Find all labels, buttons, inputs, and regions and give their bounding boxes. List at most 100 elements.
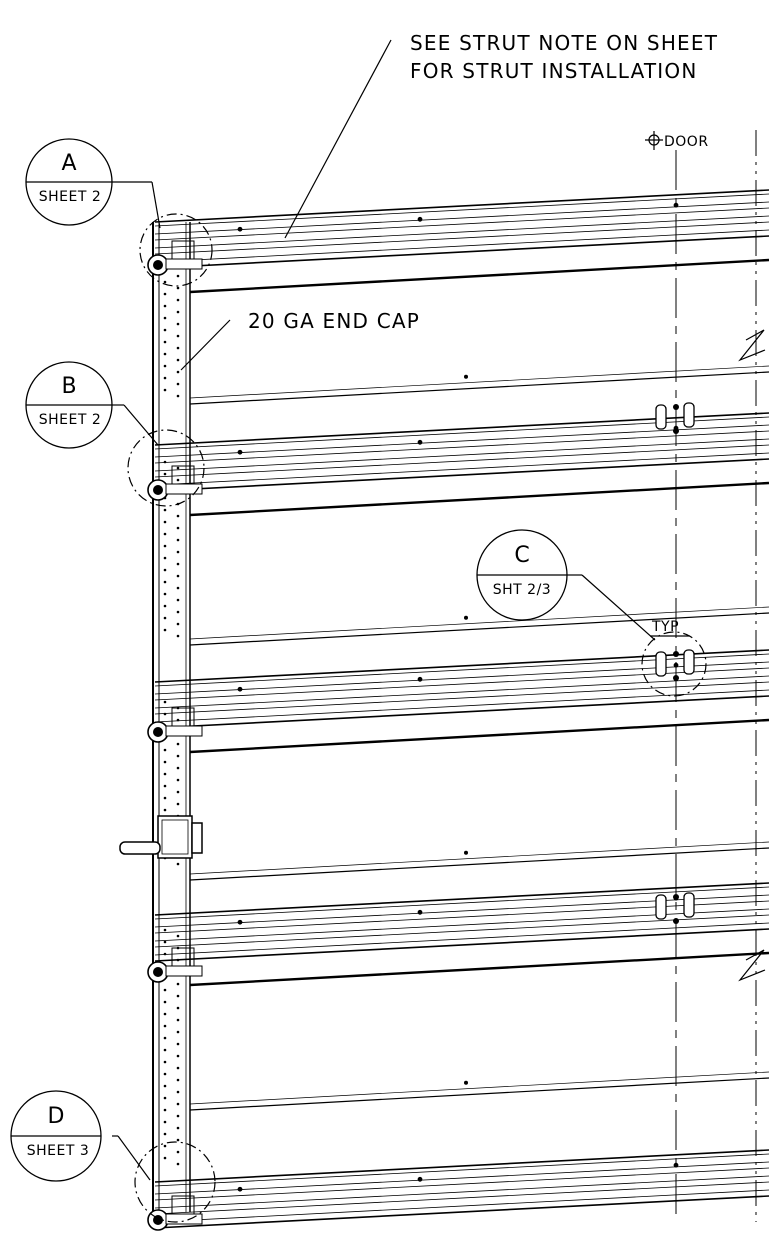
- panel-rib: [189, 606, 769, 640]
- rail-line: [154, 1161, 769, 1195]
- stile-hole: [176, 634, 180, 638]
- stile-hole: [176, 1090, 180, 1094]
- rail-line: [154, 430, 769, 464]
- stile-hole: [163, 508, 167, 512]
- callout-a-letter: A: [61, 151, 76, 176]
- stile-hole: [163, 1060, 167, 1064]
- rail-line: [154, 412, 769, 446]
- rail-bolt: [417, 439, 423, 445]
- rail-bolt: [237, 919, 243, 925]
- stile-hole: [176, 1078, 180, 1082]
- panel-stiffener: [189, 718, 769, 754]
- rail-bolt: [237, 226, 243, 232]
- end-cap-label: 20 GA END CAP: [248, 309, 420, 333]
- rail-line: [154, 1167, 769, 1201]
- stile-hole: [163, 340, 167, 344]
- stile-hole: [176, 790, 180, 794]
- stile-hole: [163, 616, 167, 620]
- rail-line: [154, 438, 769, 472]
- stile-hole: [176, 802, 180, 806]
- stile-hole: [176, 382, 180, 386]
- panel-rib: [189, 1077, 769, 1111]
- rail-line: [154, 201, 769, 235]
- callout-d: D SHEET 3: [10, 1090, 102, 1182]
- rail-bolt: [237, 1186, 243, 1192]
- rail-bolt: [417, 676, 423, 682]
- stile-hole: [163, 364, 167, 368]
- rail-line: [154, 458, 769, 492]
- lock-handle: [119, 815, 203, 859]
- roller-shaft: [165, 258, 203, 270]
- rail-line: [154, 886, 769, 920]
- stile-hole: [163, 520, 167, 524]
- stile-hole: [163, 760, 167, 764]
- stile-hole: [163, 592, 167, 596]
- roller-shaft: [165, 1213, 203, 1225]
- roller-shaft: [165, 483, 203, 495]
- stile-hole: [163, 280, 167, 284]
- panel-stiffener: [189, 951, 769, 987]
- rail-line: [154, 653, 769, 687]
- stile-hole: [176, 574, 180, 578]
- callout-d-letter: D: [48, 1104, 65, 1129]
- rail-bolt: [237, 449, 243, 455]
- stile-hole: [163, 472, 167, 476]
- stile-hole: [176, 358, 180, 362]
- callout-c-sheet: SHT 2/3: [493, 582, 551, 598]
- stile-hole: [163, 1072, 167, 1076]
- stile-hole: [163, 1000, 167, 1004]
- callout-b-letter: B: [61, 374, 76, 399]
- stile-hole: [163, 304, 167, 308]
- roller-hinges: [147, 240, 203, 1231]
- panel-rib: [189, 847, 769, 881]
- center-hinge-right: [683, 649, 695, 675]
- stile-hole: [163, 940, 167, 944]
- rail-bolt: [237, 686, 243, 692]
- panel-rib: [189, 1071, 769, 1105]
- stile-hole: [176, 982, 180, 986]
- stile-hole: [176, 1138, 180, 1142]
- stile-hole: [163, 1024, 167, 1028]
- hinge-pin: [673, 894, 679, 900]
- stile-hole: [176, 298, 180, 302]
- stile-hole: [163, 328, 167, 332]
- stile-hole: [163, 604, 167, 608]
- stile-hole: [163, 1120, 167, 1124]
- roller-hub: [153, 485, 163, 495]
- door-centerline: [675, 130, 757, 1222]
- rail-line: [154, 667, 769, 701]
- rail-line: [154, 681, 769, 715]
- rail-line: [154, 229, 769, 263]
- stile-hole: [163, 808, 167, 812]
- callout-b-sheet: SHEET 2: [39, 412, 102, 428]
- panel-rib: [189, 365, 769, 399]
- stile-hole: [163, 748, 167, 752]
- roller-hub: [153, 727, 163, 737]
- cl-door-label: DOOR: [664, 134, 709, 150]
- rail-line: [154, 221, 769, 255]
- center-hinge-left: [655, 894, 667, 920]
- stile-hole: [176, 1042, 180, 1046]
- stile-hole: [176, 562, 180, 566]
- center-hinge-left: [655, 651, 667, 677]
- centerline-symbol: [645, 131, 663, 150]
- stile-hole: [176, 310, 180, 314]
- stile-hole: [176, 478, 180, 482]
- rail-line: [154, 1181, 769, 1215]
- rail-line: [154, 900, 769, 934]
- stile-hole: [176, 934, 180, 938]
- callout-d-sheet: SHEET 3: [27, 1143, 90, 1159]
- strut-note-line2: FOR STRUT INSTALLATION: [410, 59, 698, 83]
- stile-hole: [176, 466, 180, 470]
- stile-hole: [163, 292, 167, 296]
- rail-line: [154, 444, 769, 478]
- rib-dot: [464, 615, 468, 620]
- rail-line: [154, 914, 769, 948]
- panel-rib: [189, 371, 769, 405]
- stile-hole: [163, 1144, 167, 1148]
- rail-line: [154, 661, 769, 695]
- rail-line: [154, 882, 769, 916]
- stile-hole: [176, 1150, 180, 1154]
- stile-hole: [176, 1102, 180, 1106]
- rail-line: [154, 416, 769, 450]
